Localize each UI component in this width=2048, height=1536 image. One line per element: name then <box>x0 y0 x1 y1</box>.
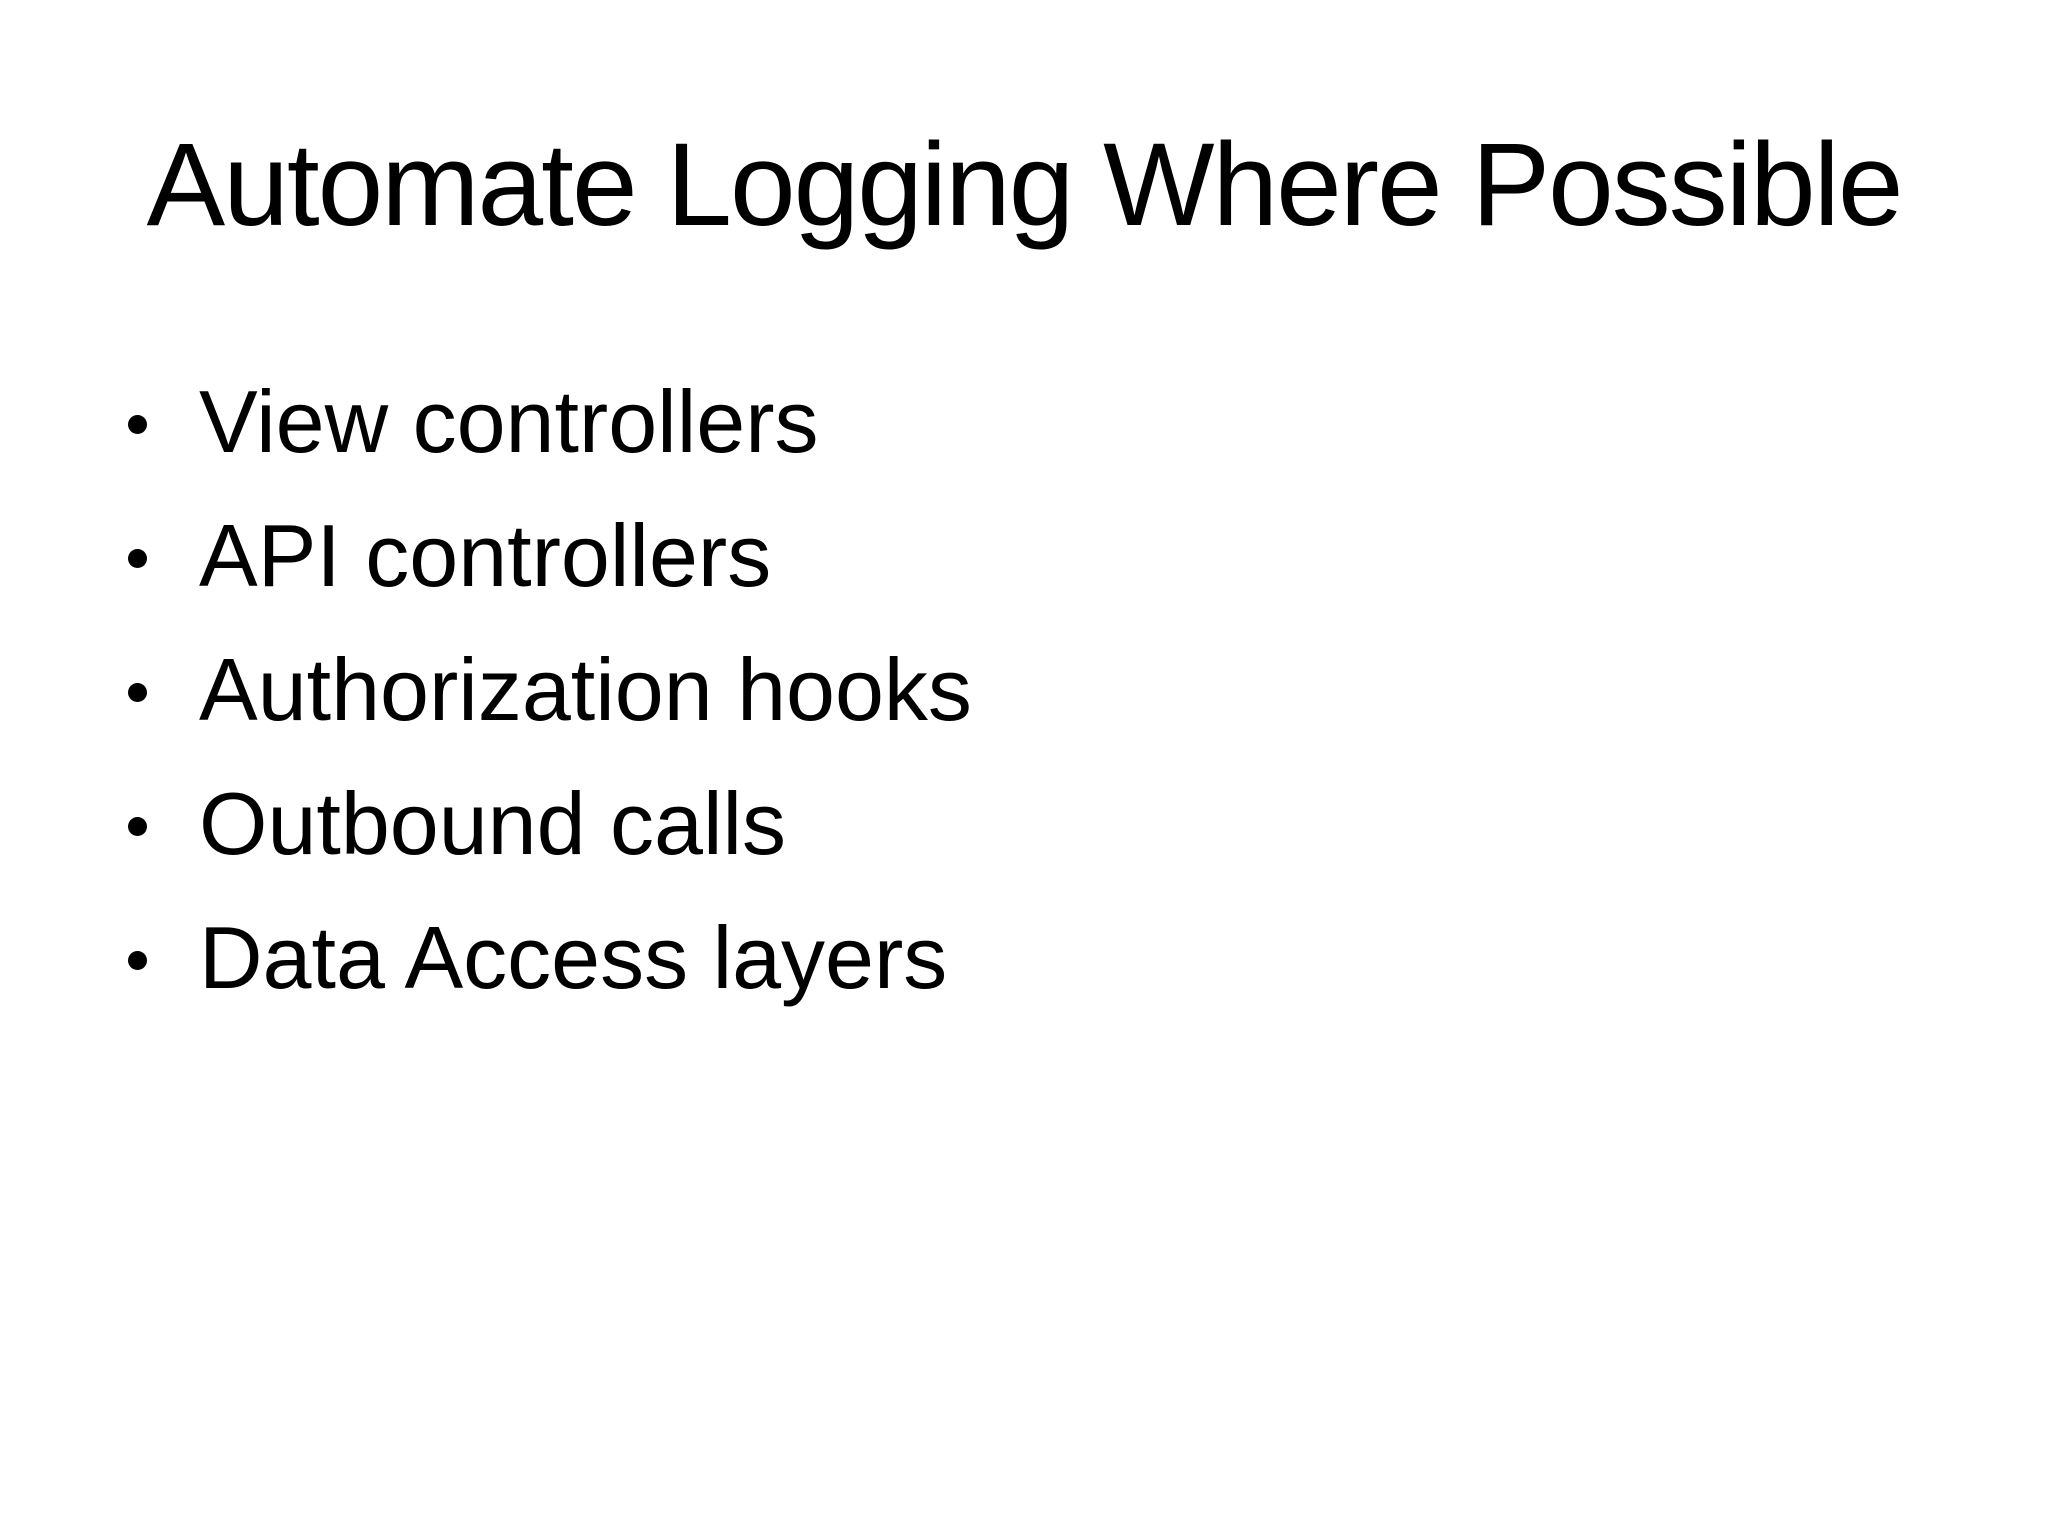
bullet-dot-icon <box>128 951 147 970</box>
bullet-text: Authorization hooks <box>199 640 972 739</box>
list-item: Outbound calls <box>128 780 1828 868</box>
bullet-dot-icon <box>128 817 147 836</box>
list-item: API controllers <box>128 512 1828 600</box>
bullet-list: View controllers API controllers Authori… <box>128 378 1828 1048</box>
bullet-text: API controllers <box>199 506 772 605</box>
bullet-text: Outbound calls <box>199 774 787 873</box>
list-item: View controllers <box>128 378 1828 466</box>
list-item: Data Access layers <box>128 914 1828 1002</box>
list-item: Authorization hooks <box>128 646 1828 734</box>
bullet-dot-icon <box>128 683 147 702</box>
bullet-text: View controllers <box>199 372 819 471</box>
bullet-text: Data Access layers <box>199 908 948 1007</box>
slide-title: Automate Logging Where Possible <box>146 119 1904 251</box>
bullet-dot-icon <box>128 549 147 568</box>
bullet-dot-icon <box>128 415 147 434</box>
